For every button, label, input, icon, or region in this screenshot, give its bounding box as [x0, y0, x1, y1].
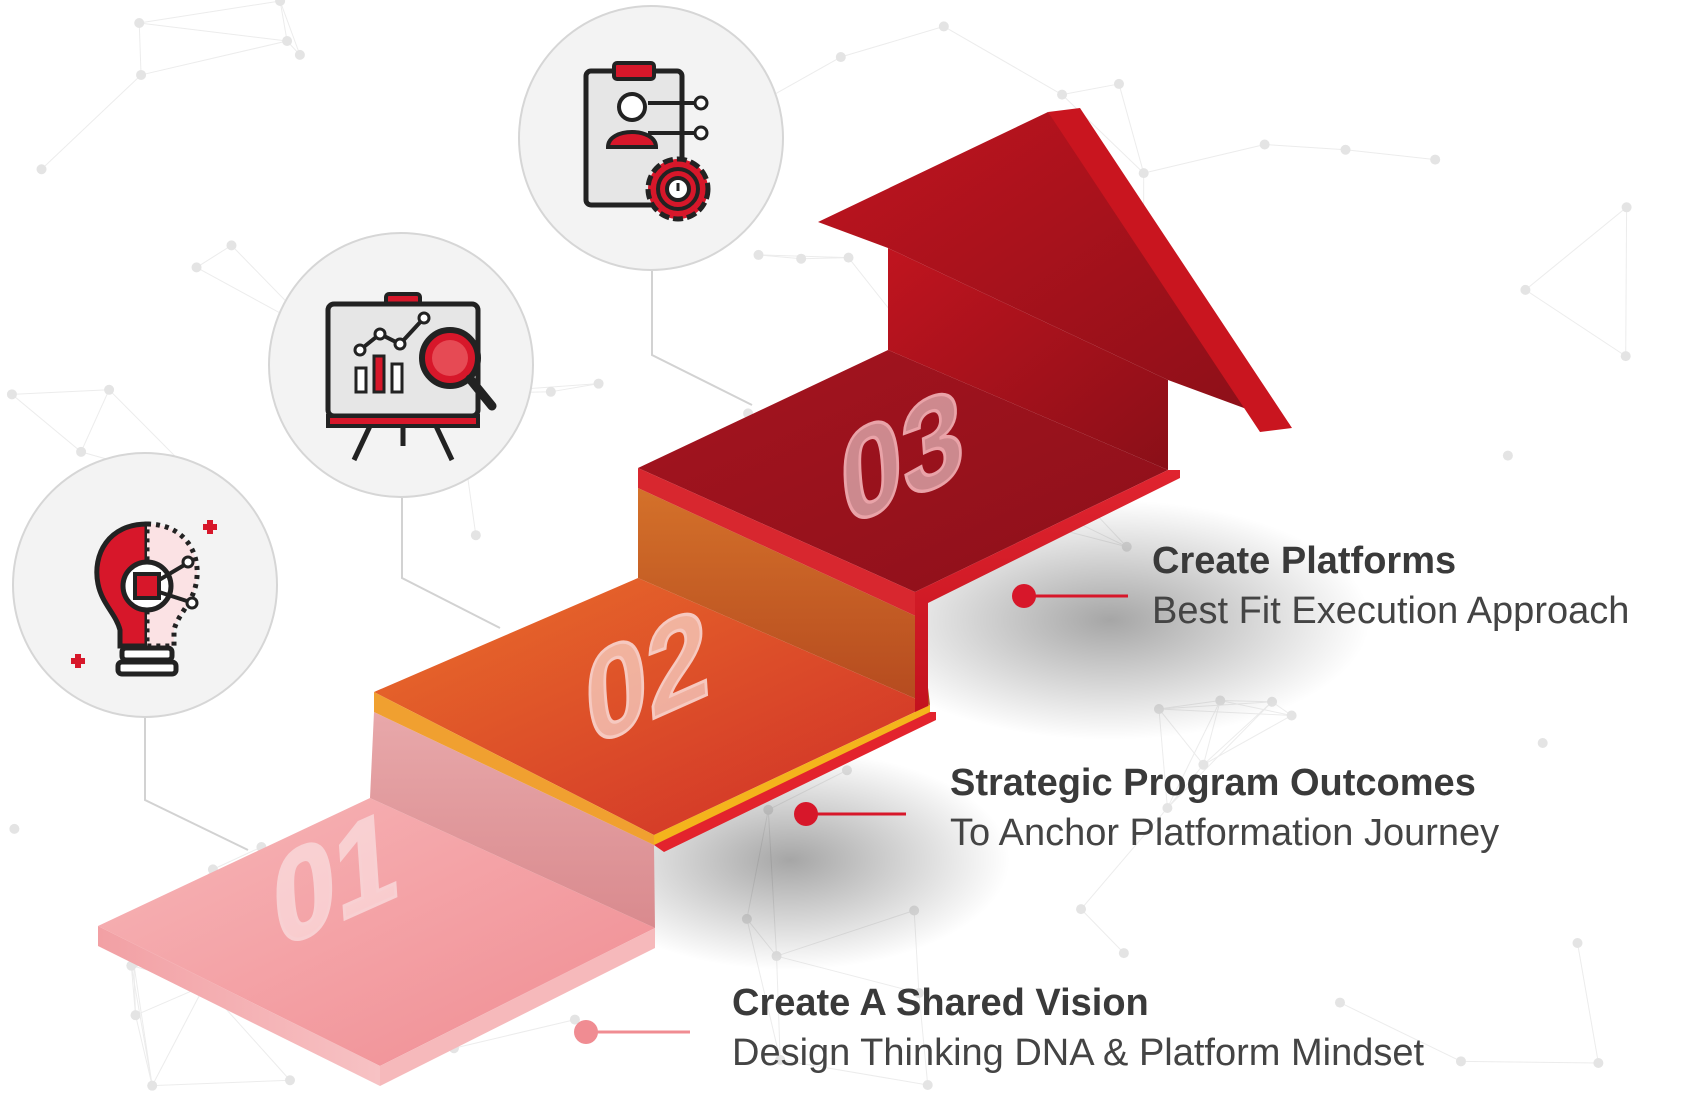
step-03-subtitle: Best Fit Execution Approach — [1152, 590, 1630, 632]
lightbulb-gear-icon — [12, 452, 278, 718]
presentation-analytics-icon — [268, 232, 534, 498]
step-01-title: Create A Shared Vision — [732, 982, 1149, 1024]
step-03-text: Create Platforms Best Fit Execution Appr… — [1152, 536, 1629, 636]
clipboard-profile-gear-icon — [518, 5, 784, 271]
step-02-title: Strategic Program Outcomes — [950, 762, 1476, 804]
step-01-text: Create A Shared Vision Design Thinking D… — [732, 978, 1424, 1078]
step-02-subtitle: To Anchor Platformation Journey — [950, 812, 1500, 854]
step-02-text: Strategic Program Outcomes To Anchor Pla… — [950, 758, 1499, 858]
step-03-title: Create Platforms — [1152, 540, 1457, 582]
step-01-subtitle: Design Thinking DNA & Platform Mindset — [732, 1032, 1425, 1074]
